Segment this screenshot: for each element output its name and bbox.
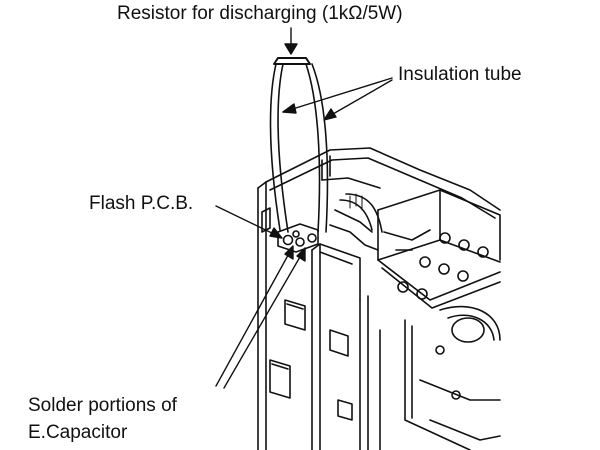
flash-pcb — [277, 223, 319, 253]
discharge-resistor — [269, 57, 329, 233]
camera-frame — [257, 147, 501, 450]
solder-portions-label-line2: E.Capacitor — [28, 422, 128, 443]
flash-pcb-label: Flash P.C.B. — [89, 193, 194, 214]
leader-lines — [215, 27, 393, 389]
solder-portions-label-line1: Solder portions of — [28, 395, 177, 416]
insulation-tube-label: Insulation tube — [398, 64, 522, 85]
resistor-label: Resistor for discharging (1kΩ/5W) — [117, 3, 403, 24]
